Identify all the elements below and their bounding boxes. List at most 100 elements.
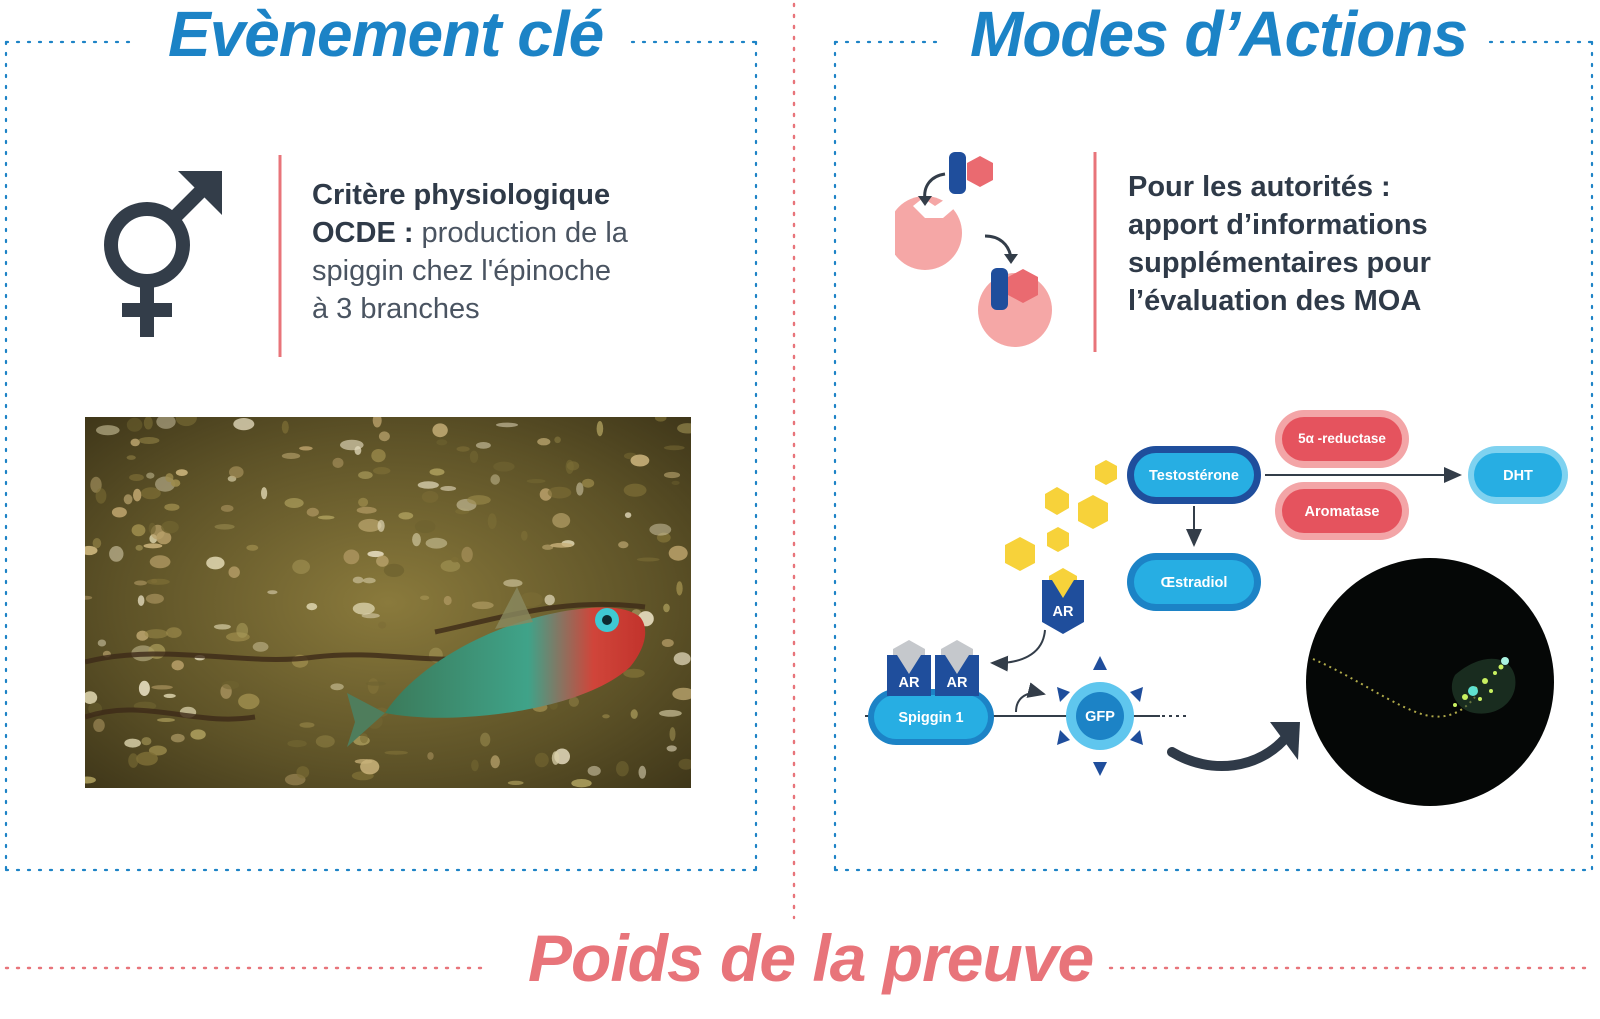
fish: [347, 587, 646, 747]
pebble: [451, 556, 459, 563]
spiggin-gene: [874, 695, 988, 739]
pebble: [138, 680, 150, 696]
pebble: [362, 577, 376, 584]
pebble: [306, 603, 318, 611]
description-line-3: spiggin chez l'épinoche: [312, 255, 611, 287]
pebble: [417, 481, 439, 489]
pebble: [141, 487, 161, 500]
pebble: [596, 421, 604, 437]
pebble: [354, 759, 373, 764]
pebble: [554, 436, 561, 444]
pebble: [148, 522, 156, 535]
pebble: [616, 761, 629, 777]
pebble: [175, 417, 197, 427]
pebble: [126, 455, 136, 460]
pebble: [236, 622, 249, 638]
pebble: [330, 683, 344, 691]
pebble: [676, 581, 683, 596]
pebble: [146, 472, 155, 479]
moa-line-4: l’évaluation des MOA: [1128, 285, 1422, 317]
pebble: [229, 466, 244, 479]
expression-arrow: [1015, 682, 1046, 713]
pebble: [315, 735, 335, 748]
pebble: [566, 461, 580, 471]
pebble: [123, 494, 133, 505]
pebble: [661, 639, 674, 647]
pebble: [521, 530, 528, 541]
pebble: [636, 557, 660, 562]
pebble: [432, 423, 448, 438]
pebble: [166, 627, 182, 638]
pebble: [461, 546, 473, 563]
pebble: [109, 546, 124, 562]
pebble: [440, 486, 457, 491]
key-event-description: Critère physiologique OCDE : production …: [312, 176, 672, 328]
pebble: [165, 473, 174, 483]
spiggin-label: Spiggin 1: [898, 710, 963, 726]
pebble: [361, 613, 380, 619]
pebble: [129, 474, 144, 481]
pebble: [534, 752, 549, 768]
pebble: [587, 765, 601, 776]
pebble: [85, 545, 98, 556]
pebble: [456, 446, 470, 452]
pebble: [568, 696, 579, 707]
pebble: [352, 576, 364, 584]
pebble: [659, 709, 682, 717]
testosterone-node: [1134, 453, 1254, 497]
pebble: [656, 532, 671, 543]
pebble: [126, 417, 143, 432]
pebble: [171, 660, 184, 671]
pebble: [128, 753, 139, 768]
pebble: [414, 520, 436, 534]
pebble: [149, 555, 171, 569]
pebble: [507, 780, 524, 785]
pebble: [340, 439, 364, 451]
pebble: [164, 503, 180, 511]
pebble: [170, 479, 181, 487]
pebble: [151, 578, 158, 584]
pebble: [630, 709, 638, 719]
pebble: [92, 538, 102, 549]
pebble: [214, 524, 235, 530]
pebble: [221, 680, 240, 690]
pebble: [630, 454, 650, 467]
receptor-binding-icon: [895, 152, 1052, 347]
aromatase-label: Aromatase: [1305, 504, 1380, 520]
pebble: [526, 479, 546, 484]
modes-of-action-title: Modes d’Actions: [970, 0, 1468, 70]
oestradiol-label: Œstradiol: [1161, 575, 1228, 591]
pebble: [134, 580, 147, 586]
pebble: [246, 544, 259, 551]
key-event-title: Evènement clé: [168, 0, 604, 70]
pebble: [384, 750, 408, 755]
pebble: [360, 733, 368, 744]
pebble: [471, 759, 479, 772]
pebble: [145, 593, 164, 604]
aromatase-node: [1282, 489, 1402, 533]
pebble: [175, 469, 188, 476]
pebble: [427, 752, 434, 760]
pebble: [190, 729, 206, 740]
pebble: [624, 512, 632, 518]
moa-line-1: Pour les autorités :: [1128, 171, 1391, 203]
pebble: [161, 520, 179, 534]
pebble: [137, 595, 145, 606]
pebble: [306, 507, 319, 517]
pebble: [412, 533, 421, 547]
pebble: [358, 471, 373, 479]
male-female-symbol-icon: [104, 171, 222, 337]
pebble: [550, 542, 573, 548]
pebble: [85, 776, 96, 784]
stickleback-fish-photo: [85, 417, 691, 788]
pebble: [440, 560, 461, 572]
pebble: [547, 486, 572, 499]
pebble: [537, 438, 551, 446]
pebble: [663, 471, 681, 479]
pebble: [151, 685, 173, 690]
pebble: [261, 487, 268, 500]
pebble: [352, 602, 375, 615]
reductase-node: [1282, 417, 1402, 461]
pebble: [373, 467, 391, 475]
